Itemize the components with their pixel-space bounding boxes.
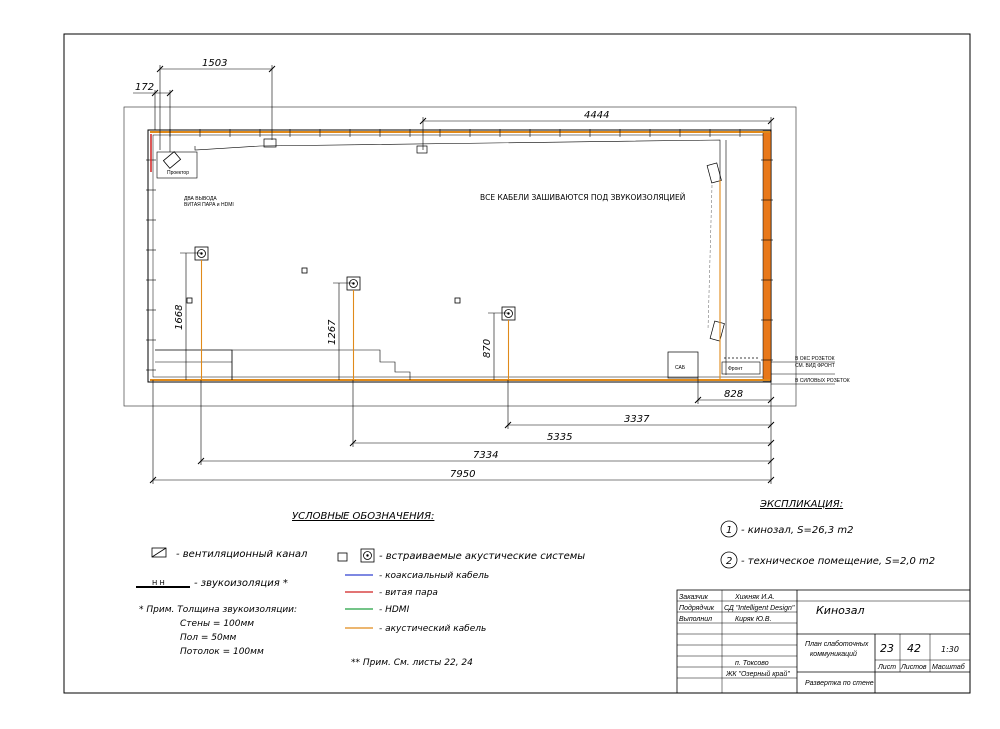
outlet-note-line1: ДВА ВЫВОДА	[184, 196, 217, 202]
subwoofer-label: САБ	[675, 365, 686, 371]
dim-828: 828	[724, 389, 743, 400]
dim-5335: 5335	[547, 432, 572, 443]
dim-4444: 4444	[584, 110, 609, 121]
front-speaker-top	[706, 162, 722, 184]
legend-note-walls: Стены = 100мм	[180, 619, 254, 629]
tb-r1-value: Хижняк И.А.	[734, 594, 775, 601]
legend-speakers: - встраиваемые акустические системы	[379, 551, 585, 562]
tb-r3-label: Выполнил	[679, 616, 712, 623]
legend: УСЛОВНЫЕ ОБОЗНАЧЕНИЯ: - вентиляционный к…	[136, 511, 585, 668]
dim-3337: 3337	[624, 414, 650, 425]
tb-h-sheet: Лист	[877, 664, 896, 671]
subwoofer-box	[667, 351, 699, 379]
dimension-ticks	[149, 65, 775, 484]
tb-project: Кинозал	[816, 604, 865, 617]
vent-marker-3	[454, 297, 461, 304]
sheet-frame	[63, 33, 971, 694]
vent-box-1	[263, 138, 277, 148]
room-walls	[147, 129, 772, 383]
tb-view: Развертка по стене	[805, 680, 874, 687]
vent-box-2	[416, 145, 428, 154]
tb-sheets-total: 42	[907, 642, 921, 655]
legend-note2: ** Прим. См. листы 22, 24	[351, 658, 473, 668]
right-note-3: В СИЛОВЫХ РОЗЕТОК	[795, 378, 850, 384]
projector: Проектор	[156, 151, 198, 179]
legend-note-ceiling: Потолок = 100мм	[180, 647, 264, 657]
dim-1267: 1267	[327, 319, 338, 345]
building-outline	[123, 106, 797, 407]
title-block: Заказчик Хижняк И.А. Подрядчик СД "Intel…	[676, 589, 971, 694]
tb-location: п. Токсово	[735, 660, 769, 667]
legend-twisted: - витая пара	[379, 588, 438, 598]
room-inner	[152, 134, 766, 378]
sound-insulation-hatch-right	[761, 159, 773, 361]
legend-note-title: * Прим. Толщина звукоизоляции:	[139, 605, 297, 615]
sound-insulation-hatch-top	[169, 129, 741, 137]
tb-h-sheets: Листов	[900, 664, 927, 671]
vent-marker-1	[301, 267, 308, 274]
room-note: ВСЕ КАБЕЛИ ЗАШИВАЮТСЯ ПОД ЗВУКОИЗОЛЯЦИЕЙ	[480, 193, 685, 202]
ceiling-speaker-1	[194, 246, 209, 261]
legend-sound-iso: - звукоизоляция *	[194, 578, 288, 589]
dim-1503: 1503	[202, 58, 227, 69]
vent-symbol-icon	[151, 547, 167, 558]
explication-num-1: 1	[726, 525, 732, 536]
acoustic-cables	[200, 180, 721, 380]
explication-item-1: - кинозал, S=26,3 m2	[741, 525, 853, 536]
screen-dash	[707, 184, 713, 331]
sound-insulation-right	[762, 130, 772, 382]
front-unit	[721, 361, 761, 375]
legend-sound-iso-symbol: Н Н	[152, 579, 165, 587]
floor-plan: Проектор ДВА ВЫВОДА ВИТАЯ ПАРА и HDMI ВС…	[146, 129, 850, 385]
tb-r3-value: Киряк Ю.В.	[735, 616, 772, 623]
seating-platforms	[155, 349, 411, 380]
legend-hdmi: - HDMI	[379, 605, 410, 615]
front-speaker-bottom	[709, 320, 725, 342]
legend-coax: - коаксиальный кабель	[379, 571, 489, 581]
right-note-2: СМ. ВИД ФРОНТ	[795, 363, 835, 369]
explication-num-1-icon	[720, 520, 738, 538]
projector-label: Проектор	[167, 170, 189, 176]
tb-sheet-title-2: коммуникаций	[810, 650, 857, 658]
tb-complex: ЖК "Озерный край"	[725, 670, 790, 678]
explication-item-2: - техническое помещение, S=2,0 m2	[741, 556, 935, 567]
front-unit-label: Фронт	[728, 366, 743, 372]
dim-7950: 7950	[450, 469, 475, 480]
legend-vent: - вентиляционный канал	[176, 549, 308, 560]
right-note-1: В ОКС РОЗЕТОК	[795, 356, 835, 362]
dimensions	[133, 65, 772, 484]
legend-note-floor: Пол = 50мм	[180, 633, 237, 643]
dim-870: 870	[482, 339, 493, 358]
outlet-note-line2: ВИТАЯ ПАРА и HDMI	[184, 202, 234, 208]
speaker-symbol-icon	[337, 552, 348, 562]
vent-marker-2	[186, 297, 193, 304]
ceiling-speaker-2	[346, 276, 361, 291]
tb-scale: 1:30	[941, 645, 959, 654]
seating-steps	[155, 349, 233, 380]
tb-r2-label: Подрядчик	[679, 604, 715, 612]
ceiling-speaker-3	[501, 306, 516, 321]
sound-insulation-hatch-left	[146, 159, 156, 371]
tb-sheet-no: 23	[880, 642, 894, 655]
explication-title: ЭКСПЛИКАЦИЯ:	[759, 499, 843, 510]
dim-1668: 1668	[174, 305, 185, 330]
explication: ЭКСПЛИКАЦИЯ: 1 - кинозал, S=26,3 m2 2 - …	[720, 499, 935, 569]
soffit-outline	[194, 139, 721, 375]
dim-172: 172	[135, 82, 154, 93]
tb-sheet-title-1: План слаботочных	[805, 640, 869, 648]
explication-num-2-icon	[720, 551, 738, 569]
tb-r2-value: СД "Intelligent Design"	[724, 605, 795, 612]
tb-r1-label: Заказчик	[679, 594, 709, 601]
legend-title: УСЛОВНЫЕ ОБОЗНАЧЕНИЯ:	[292, 511, 434, 522]
dim-7334: 7334	[473, 450, 498, 461]
tb-h-scale: Масштаб	[932, 663, 966, 671]
explication-num-2: 2	[726, 556, 732, 567]
right-notes	[771, 361, 835, 385]
legend-acoustic: - акустический кабель	[379, 624, 486, 634]
